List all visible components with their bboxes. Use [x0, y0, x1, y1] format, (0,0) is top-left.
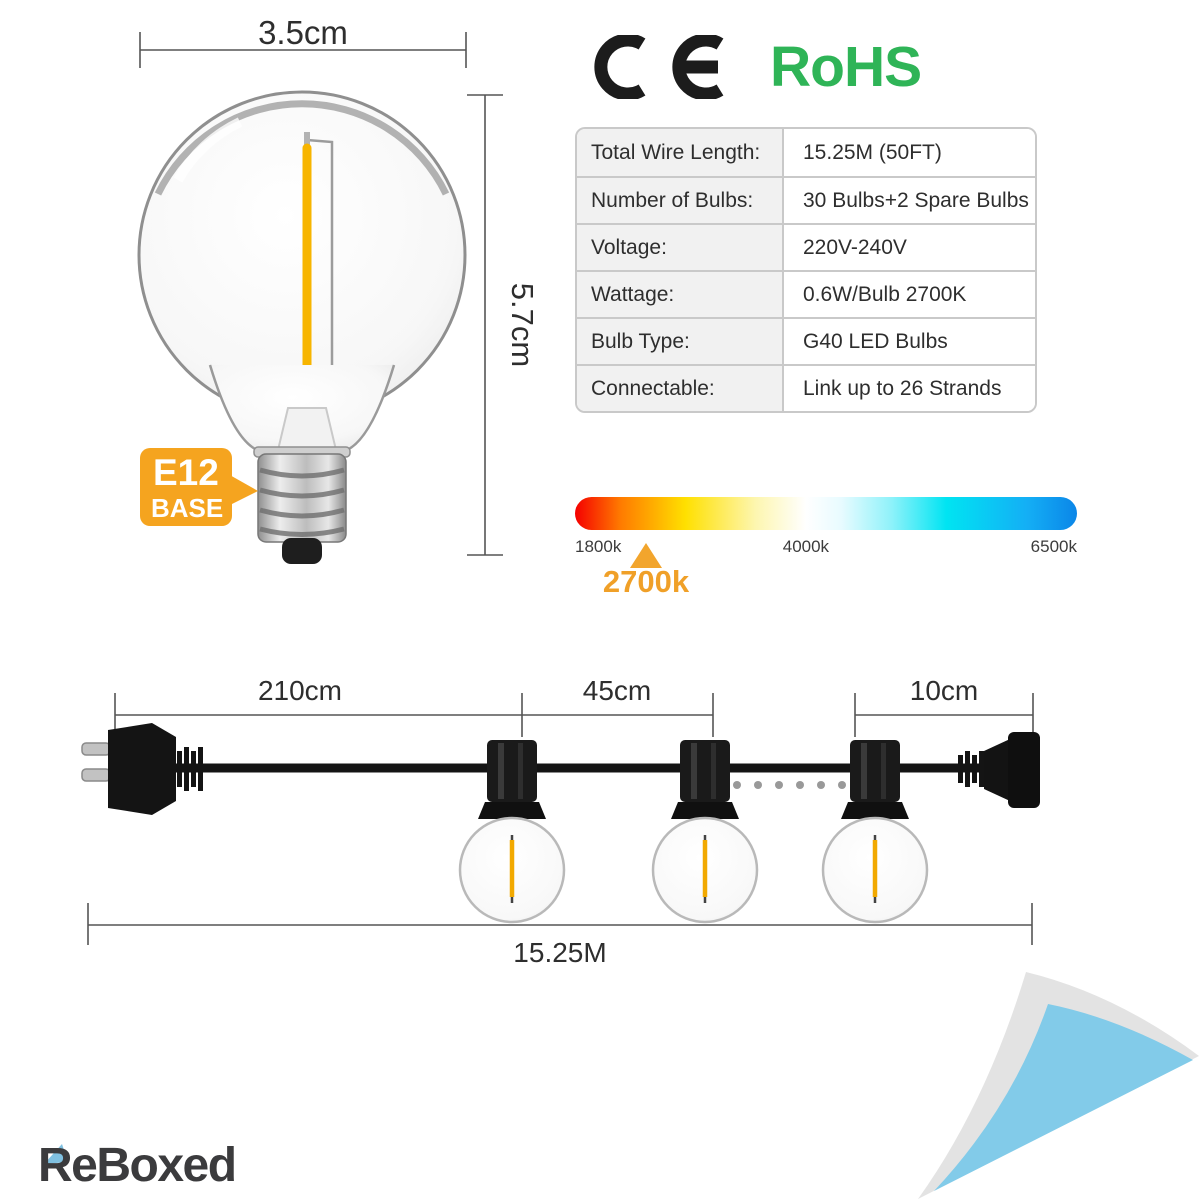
table-row: Connectable: Link up to 26 Strands	[577, 364, 1035, 411]
page-curl-decoration-icon	[918, 972, 1199, 1199]
table-row: Wattage: 0.6W/Bulb 2700K	[577, 270, 1035, 317]
table-row: Total Wire Length: 15.25M (50FT)	[577, 129, 1035, 176]
spec-label: Total Wire Length:	[577, 129, 784, 176]
logo-fold-icon	[44, 1144, 68, 1164]
spec-label: Number of Bulbs:	[577, 178, 784, 223]
table-row: Number of Bulbs: 30 Bulbs+2 Spare Bulbs	[577, 176, 1035, 223]
bulb-socket-1	[458, 740, 566, 924]
bulb-glass-top-shading	[154, 100, 450, 196]
badge-line2: BASE	[151, 493, 223, 523]
total-length-dimension	[87, 903, 1033, 945]
end-connector	[958, 732, 1040, 808]
temp-selected-label: 2700k	[602, 564, 690, 599]
spec-table: Total Wire Length: 15.25M (50FT) Number …	[575, 127, 1037, 413]
bulb-socket-2	[651, 740, 759, 924]
lead-length-label: 210cm	[258, 675, 342, 706]
total-length-label: 15.25M	[513, 937, 606, 968]
power-plug	[81, 723, 203, 815]
temp-mid-label: 4000k	[782, 537, 830, 556]
glass-stem	[276, 407, 338, 451]
bulb-height-label: 5.7cm	[505, 283, 540, 367]
spec-value: 30 Bulbs+2 Spare Bulbs	[784, 178, 1035, 223]
badge-line1: E12	[153, 452, 219, 493]
spec-value: 0.6W/Bulb 2700K	[784, 272, 1035, 317]
tail-length-label: 10cm	[910, 675, 978, 706]
spacing-length-label: 45cm	[583, 675, 651, 706]
segment-dimensions	[114, 693, 1034, 737]
spec-value: 15.25M (50FT)	[784, 129, 1035, 176]
bulb-height-dimension	[467, 94, 503, 556]
color-temperature-gradient-bar	[575, 497, 1077, 530]
bulb-width-dimension	[139, 32, 467, 68]
ce-mark-icon	[594, 35, 724, 99]
bulb-width-label: 3.5cm	[258, 14, 348, 51]
temp-min-label: 1800k	[575, 537, 622, 556]
base-contact-tip	[282, 538, 322, 564]
filament-support-wire	[306, 138, 334, 410]
e12-base-badge: E12 BASE	[140, 448, 258, 526]
temp-max-label: 6500k	[1030, 537, 1077, 556]
color-temperature-labels: 1800k 4000k 6500k	[575, 537, 1077, 559]
table-row: Voltage: 220V-240V	[577, 223, 1035, 270]
spec-value: 220V-240V	[784, 225, 1035, 270]
bulb-socket-3	[821, 740, 929, 924]
spec-value: Link up to 26 Strands	[784, 366, 1035, 411]
spec-label: Voltage:	[577, 225, 784, 270]
spec-label: Wattage:	[577, 272, 784, 317]
rohs-label: RoHS	[770, 34, 922, 99]
bulb-dimension-figure: 3.5cm 5.7cm	[137, 14, 540, 564]
certification-row: RoHS	[580, 34, 1040, 100]
bulb-glass-highlight	[173, 117, 243, 183]
temp-pointer-triangle-icon	[630, 543, 662, 568]
brand-logo: ReBoxed	[38, 1138, 237, 1193]
table-row: Bulb Type: G40 LED Bulbs	[577, 317, 1035, 364]
spec-label: Connectable:	[577, 366, 784, 411]
badge-pointer	[228, 474, 258, 506]
spec-label: Bulb Type:	[577, 319, 784, 364]
brand-logo-text: ReBoxed	[38, 1139, 237, 1192]
spec-value: G40 LED Bulbs	[784, 319, 1035, 364]
string-light-diagram: 210cm 45cm 10cm	[81, 675, 1040, 968]
screw-threads	[259, 467, 345, 537]
continuation-dots-icon	[733, 781, 846, 789]
